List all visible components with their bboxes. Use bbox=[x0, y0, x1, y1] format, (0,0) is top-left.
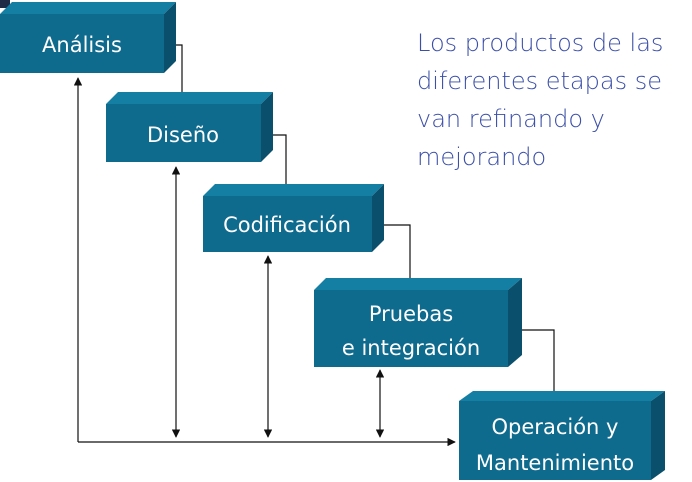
connector-pruebas-operacion bbox=[508, 329, 559, 402]
stage-label-analisis: Análisis bbox=[42, 33, 122, 57]
stage-label-operacion-line1: Operación y bbox=[492, 415, 619, 439]
corner-mark bbox=[0, 0, 10, 8]
connector-codificacion-pruebas bbox=[372, 224, 415, 291]
stage-label-pruebas-line2: e integración bbox=[342, 336, 480, 360]
stage-box-codificacion: Codificación bbox=[203, 184, 384, 252]
caption-line: van refinando y bbox=[417, 105, 605, 133]
caption-line: mejorando bbox=[417, 143, 547, 171]
stage-label-operacion-line2: Mantenimiento bbox=[476, 451, 634, 475]
stage-box-diseno: Diseño bbox=[106, 92, 273, 162]
stage-label-codificacion: Codificación bbox=[223, 213, 351, 237]
stage-label-diseno: Diseño bbox=[147, 123, 219, 147]
forward-connectors bbox=[163, 44, 559, 402]
caption-line: diferentes etapas se bbox=[417, 67, 662, 95]
caption-line: Los productos de las bbox=[417, 29, 664, 57]
stage-box-analisis: Análisis bbox=[0, 2, 176, 73]
stage-box-operacion: Operación y Mantenimiento bbox=[459, 391, 665, 480]
feedback-connectors bbox=[73, 77, 456, 447]
stage-label-pruebas-line1: Pruebas bbox=[369, 302, 453, 326]
stage-box-pruebas: Pruebas e integración bbox=[314, 278, 522, 367]
diagram-caption: Los productos de las diferentes etapas s… bbox=[417, 24, 687, 176]
